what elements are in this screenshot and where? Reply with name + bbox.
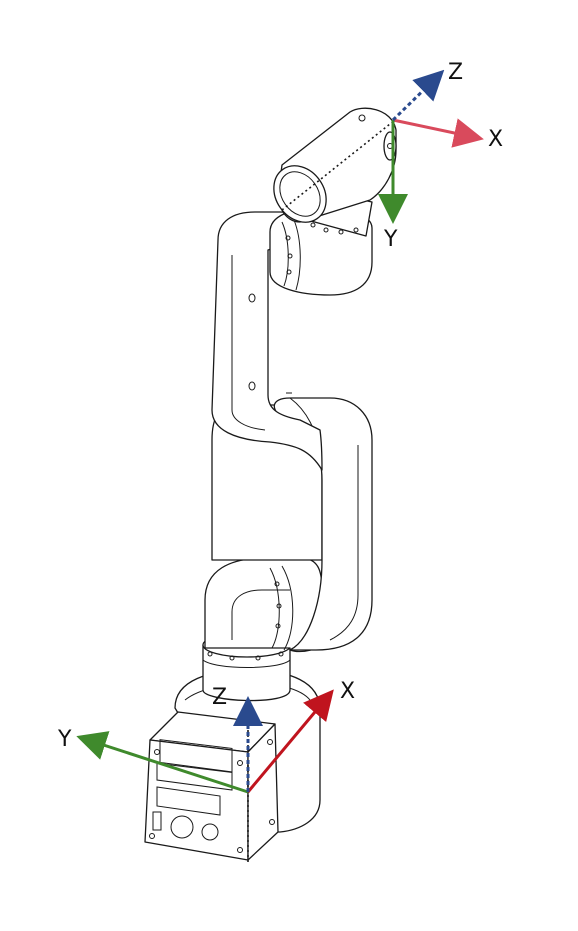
tool-y-label: Y	[383, 227, 398, 252]
base-y-label: Y	[57, 727, 72, 752]
tool-z-axis	[391, 69, 445, 122]
tool-x-axis	[392, 118, 484, 148]
base-x-label: X	[340, 679, 355, 704]
base-coordinate-frame: X Y Z	[57, 679, 355, 794]
tool-axis-centerline	[281, 119, 396, 211]
base-x-axis	[246, 689, 334, 793]
forearm-link	[211, 211, 323, 471]
base-y-axis	[76, 731, 249, 794]
tool-coordinate-frame: X Y Z	[378, 60, 503, 252]
tool-z-label: Z	[448, 60, 463, 85]
base-z-label: Z	[212, 685, 227, 710]
robot-base	[144, 669, 321, 861]
shoulder-joint	[204, 557, 323, 653]
tool-x-label: X	[488, 127, 503, 152]
